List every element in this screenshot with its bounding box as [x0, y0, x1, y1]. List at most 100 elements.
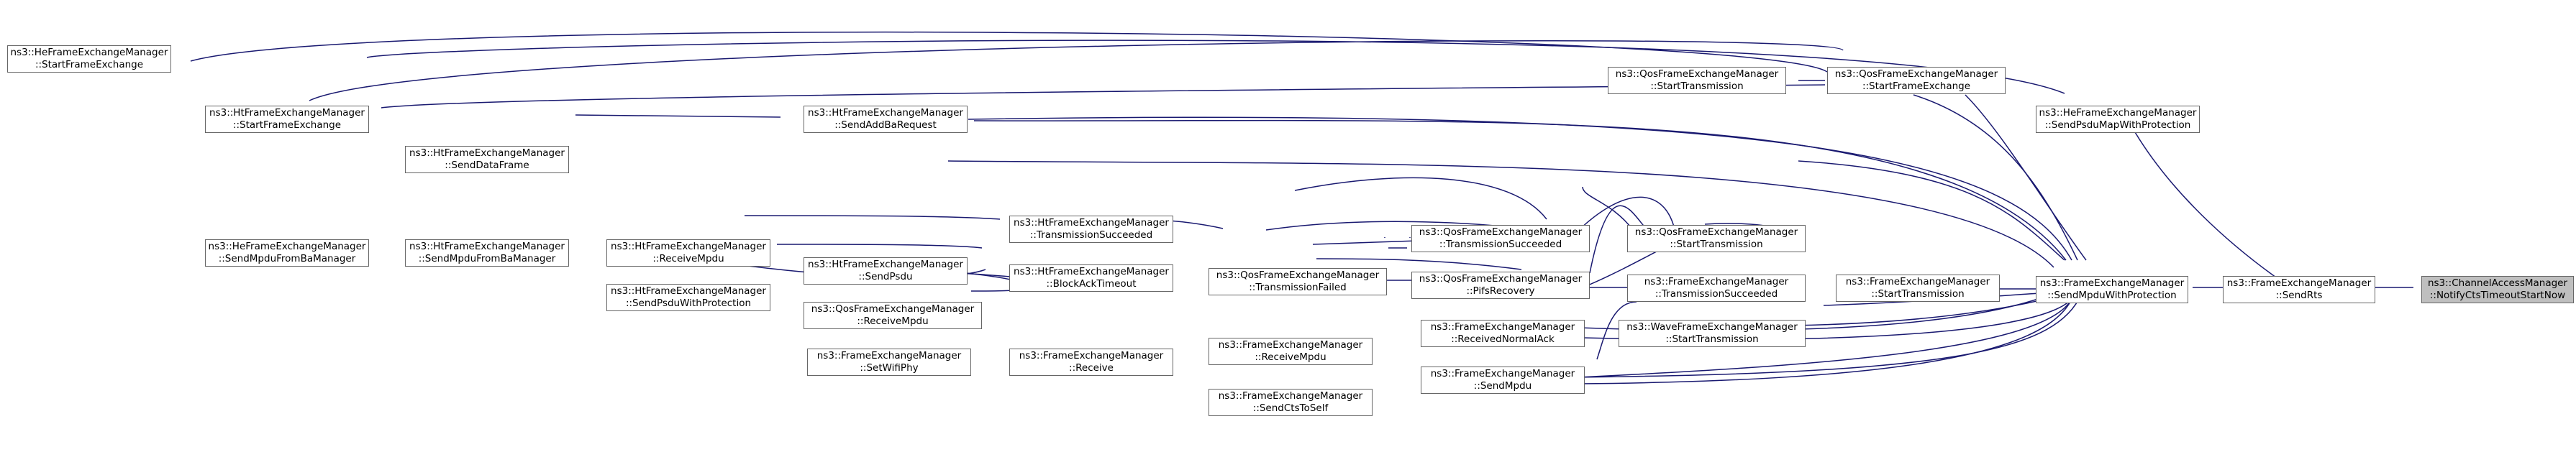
node-label-method: ::NotifyCtsTimeoutStartNow [2429, 290, 2566, 301]
node-ht-tx-succ[interactable]: ns3::HtFrameExchangeManager::Transmissio… [1009, 216, 1173, 243]
node-label-method: ::SetWifiPhy [860, 362, 919, 374]
node-ht-recv-mpdu[interactable]: ns3::HtFrameExchangeManager::ReceiveMpdu [606, 239, 770, 267]
node-label-method: ::StartFrameExchange [35, 59, 144, 70]
node-label-class: ns3::HtFrameExchangeManager [409, 241, 565, 252]
node-qos-pifs[interactable]: ns3::QosFrameExchangeManager::PifsRecove… [1411, 272, 1590, 299]
node-fe-set-phy[interactable]: ns3::FrameExchangeManager::SetWifiPhy [807, 349, 971, 376]
node-notify-cts: ns3::ChannelAccessManager::NotifyCtsTime… [2421, 276, 2574, 303]
node-qos-tx-failed[interactable]: ns3::QosFrameExchangeManager::Transmissi… [1209, 268, 1387, 295]
node-send-rts[interactable]: ns3::FrameExchangeManager::SendRts [2223, 276, 2375, 303]
node-label-method: ::SendMpduFromBaManager [418, 253, 556, 264]
node-label-method: ::TransmissionSucceeded [1439, 239, 1562, 250]
node-label-class: ns3::HtFrameExchangeManager [808, 259, 963, 270]
node-label-class: ns3::FrameExchangeManager [816, 350, 962, 361]
node-ht-start-fe[interactable]: ns3::HtFrameExchangeManager::StartFrameE… [205, 106, 369, 133]
node-he-send-mpdu-ba[interactable]: ns3::HeFrameExchangeManager::SendMpduFro… [205, 239, 369, 267]
edge [973, 119, 2067, 261]
node-ht-send-mpdu-ba[interactable]: ns3::HtFrameExchangeManager::SendMpduFro… [405, 239, 569, 267]
node-label-method: ::StartFrameExchange [1862, 80, 1971, 92]
node-label-class: ns3::QosFrameExchangeManager [1419, 273, 1583, 285]
node-label-class: ns3::ChannelAccessManager [2427, 277, 2568, 289]
node-label-method: ::BlockAckTimeout [1046, 278, 1137, 290]
node-label-class: ns3::WaveFrameExchangeManager [1626, 321, 1798, 333]
node-label-class: ns3::FrameExchangeManager [1019, 350, 1164, 361]
node-label-method: ::ReceiveMpdu [1255, 351, 1326, 363]
edge [1582, 186, 1634, 231]
node-label-class: ns3::QosFrameExchangeManager [1834, 68, 1998, 80]
edge [1596, 301, 1637, 360]
node-ht-send-psdu-wp[interactable]: ns3::HtFrameExchangeManager::SendPsduWit… [606, 284, 770, 311]
node-label-method: ::SendPsdu [858, 271, 913, 282]
node-label-method: ::SendPsduMapWithProtection [2044, 119, 2191, 131]
edge [1578, 298, 2072, 378]
node-fe-start-tx[interactable]: ns3::FrameExchangeManager::StartTransmis… [1836, 275, 2000, 302]
node-label-class: ns3::HtFrameExchangeManager [808, 107, 963, 119]
edge [1567, 298, 2080, 378]
node-label-method: ::TransmissionSucceeded [1029, 229, 1153, 241]
node-label-method: ::ReceivedNormalAck [1451, 333, 1555, 345]
edge [947, 160, 2054, 268]
node-label-method: ::StartFrameExchange [232, 119, 342, 131]
edge [1798, 160, 2065, 261]
node-label-method: ::SendAddBaRequest [834, 119, 937, 131]
node-label-class: ns3::QosFrameExchangeManager [811, 303, 975, 315]
node-he-start-fe[interactable]: ns3::HeFrameExchangeManager::StartFrameE… [7, 45, 171, 73]
node-label-class: ns3::FrameExchangeManager [1430, 321, 1575, 333]
edge [1316, 258, 1522, 270]
node-label-class: ns3::QosFrameExchangeManager [1216, 269, 1380, 281]
node-label-method: ::SendPsduWithProtection [625, 298, 752, 309]
node-label-class: ns3::HtFrameExchangeManager [409, 147, 565, 159]
node-label-method: ::SendRts [2275, 290, 2323, 301]
node-label-class: ns3::FrameExchangeManager [1218, 339, 1363, 351]
node-fe-send-mpdu[interactable]: ns3::FrameExchangeManager::SendMpdu [1421, 367, 1585, 394]
node-ht-send-addba[interactable]: ns3::HtFrameExchangeManager::SendAddBaRe… [804, 106, 968, 133]
node-label-method: ::SendMpduWithProtection [2047, 290, 2177, 301]
node-label-class: ns3::FrameExchangeManager [1218, 390, 1363, 402]
node-label-method: ::ReceiveMpdu [652, 253, 724, 264]
edge [575, 114, 781, 118]
node-qos-start-tx[interactable]: ns3::QosFrameExchangeManager::StartTrans… [1627, 225, 1806, 252]
node-ht-send-data[interactable]: ns3::HtFrameExchangeManager::SendDataFra… [405, 146, 569, 173]
node-label-method: ::TransmissionFailed [1249, 282, 1347, 293]
node-label-method: ::SendMpduFromBaManager [218, 253, 356, 264]
node-he-send-psdu-map[interactable]: ns3::HeFrameExchangeManager::SendPsduMap… [2036, 106, 2200, 133]
node-send-mpdu-wp[interactable]: ns3::FrameExchangeManager::SendMpduWithP… [2036, 276, 2188, 303]
node-label-class: ns3::FrameExchangeManager [1430, 368, 1575, 379]
node-ht-send-psdu[interactable]: ns3::HtFrameExchangeManager::SendPsdu [804, 257, 968, 285]
node-fe-recv-normal[interactable]: ns3::FrameExchangeManager::ReceivedNorma… [1421, 320, 1585, 347]
node-label-method: ::PifsRecovery [1466, 285, 1535, 297]
node-fe-send-cts-self[interactable]: ns3::FrameExchangeManager::SendCtsToSelf [1209, 389, 1373, 416]
node-wave-start-tx[interactable]: ns3::WaveFrameExchangeManager::StartTran… [1619, 320, 1806, 347]
node-fe-receive[interactable]: ns3::FrameExchangeManager::Receive [1009, 349, 1173, 376]
edge [309, 40, 1844, 101]
edge [776, 244, 983, 249]
node-fe-recv-mpdu[interactable]: ns3::FrameExchangeManager::ReceiveMpdu [1209, 338, 1373, 365]
node-label-class: ns3::QosFrameExchangeManager [1615, 68, 1779, 80]
edge [1567, 196, 1677, 241]
node-qos-start-tx-a[interactable]: ns3::QosFrameExchangeManager::StartTrans… [1608, 67, 1786, 94]
edge [1294, 177, 1547, 220]
edge [1913, 94, 2078, 261]
node-label-method: ::StartTransmission [1670, 239, 1763, 250]
node-ht-blockack-to[interactable]: ns3::HtFrameExchangeManager::BlockAckTim… [1009, 264, 1173, 292]
node-label-method: ::SendMpdu [1473, 380, 1532, 392]
edge [366, 40, 2065, 94]
node-label-method: ::StartTransmission [1650, 80, 1744, 92]
node-label-method: ::SendCtsToSelf [1252, 402, 1329, 414]
node-qos-start-fe[interactable]: ns3::QosFrameExchangeManager::StartFrame… [1827, 67, 2006, 94]
node-label-class: ns3::FrameExchangeManager [2039, 277, 2185, 289]
node-label-class: ns3::HtFrameExchangeManager [1014, 266, 1169, 277]
node-label-class: ns3::HtFrameExchangeManager [611, 241, 766, 252]
node-qos-recv-mpdu[interactable]: ns3::QosFrameExchangeManager::ReceiveMpd… [804, 302, 982, 329]
edge [1578, 298, 2072, 384]
node-label-class: ns3::HeFrameExchangeManager [208, 241, 366, 252]
edge [190, 31, 1828, 73]
node-label-class: ns3::FrameExchangeManager [1644, 276, 1789, 287]
node-label-class: ns3::HeFrameExchangeManager [2039, 107, 2197, 119]
node-qos-tx-succ[interactable]: ns3::QosFrameExchangeManager::Transmissi… [1411, 225, 1590, 252]
edge [744, 215, 1001, 220]
node-fe-tx-succ[interactable]: ns3::FrameExchangeManager::TransmissionS… [1627, 275, 1806, 302]
node-label-method: ::Receive [1069, 362, 1114, 374]
node-label-method: ::StartTransmission [1871, 288, 1965, 300]
